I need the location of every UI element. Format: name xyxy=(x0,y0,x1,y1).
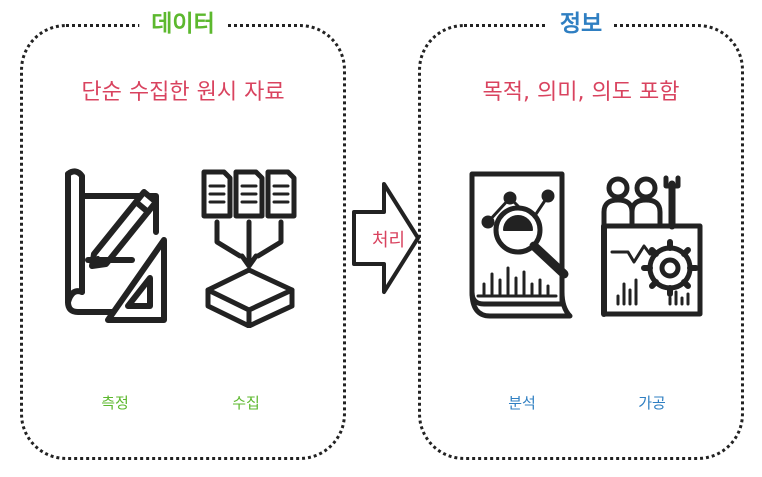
collect-label: 수집 xyxy=(232,394,260,412)
data-panel-title: 데이터 xyxy=(139,4,227,44)
documents-collect-box-icon xyxy=(201,169,297,328)
info-panel-title: 정보 xyxy=(547,4,615,44)
blueprint-pencil-icon xyxy=(65,168,167,323)
right-arrow-icon xyxy=(352,182,420,294)
analysis-label: 분석 xyxy=(508,394,536,412)
measure-label: 측정 xyxy=(101,394,129,412)
analysis-report-magnifier-icon xyxy=(469,171,573,319)
info-panel-subtitle: 목적, 의미, 의도 포함 xyxy=(482,80,680,105)
processing-label: 가공 xyxy=(638,394,666,412)
data-panel-subtitle: 단순 수집한 원시 자료 xyxy=(81,80,285,105)
process-label: 처리 xyxy=(372,230,406,251)
people-gear-processing-icon xyxy=(601,175,703,317)
